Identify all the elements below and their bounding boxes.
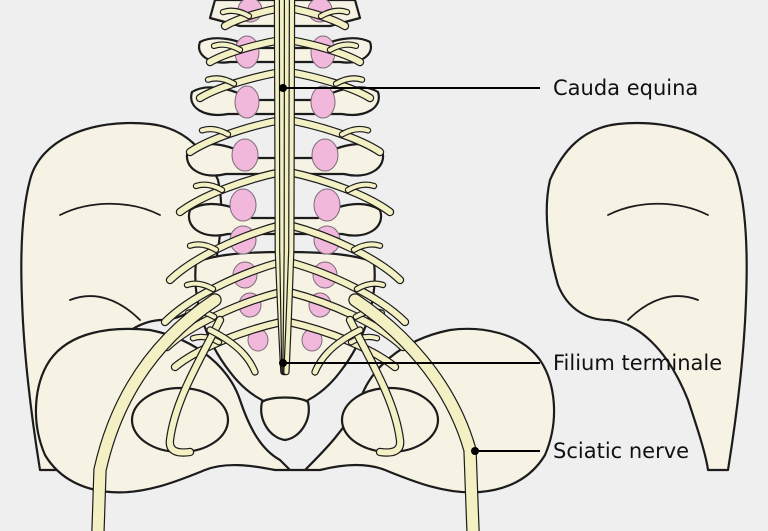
cauda-equina-label: Cauda equina — [553, 76, 699, 100]
nerve-twig-right-5 — [346, 182, 376, 192]
nerve-twig-right-2 — [328, 42, 358, 52]
nerve-twig-left-5 — [194, 182, 224, 192]
filium-terminale-label: Filium terminale — [553, 351, 723, 375]
pudendal-branch-left — [166, 317, 223, 456]
cauda-equina-bundle — [273, 0, 296, 376]
nerve-twig-right-4 — [340, 127, 370, 137]
right-ilium-inner-curve — [627, 295, 699, 321]
sciatic-nerve-label: Sciatic nerve — [553, 439, 690, 463]
cauda-strand-4 — [284, 0, 294, 374]
right-ilium-inner-line — [607, 202, 709, 216]
nerve-twig-right-7 — [355, 281, 385, 291]
nerve-twig-right-1 — [319, 8, 349, 19]
left-ilium-inner-curve — [69, 295, 141, 321]
nerve-twig-left-3 — [206, 76, 236, 86]
nerve-twig-left-6 — [188, 242, 218, 252]
nerve-twig-right-6 — [352, 242, 382, 252]
nerve-twig-left-9 — [191, 334, 221, 345]
coccyx — [260, 396, 310, 442]
sacral-branch-left — [207, 327, 258, 375]
sacral-branch-right — [312, 327, 363, 375]
leader-lines — [279, 84, 540, 455]
nerve-twig-left-4 — [200, 127, 230, 137]
sciatic-nerve-left — [92, 294, 221, 531]
pudendal-branch-right — [347, 317, 404, 456]
nerve-twig-left-2 — [212, 42, 242, 52]
left-ilium-inner-line — [59, 202, 161, 216]
nerve-twig-right-3 — [334, 76, 364, 86]
nerve-twig-right-9 — [349, 334, 379, 345]
sciatic-nerve-right — [349, 294, 479, 531]
sciatic-nerves — [91, 293, 480, 531]
right-ilium — [545, 122, 748, 472]
nerve-twig-left-7 — [185, 281, 215, 291]
nerve-twig-left-1 — [221, 8, 251, 19]
